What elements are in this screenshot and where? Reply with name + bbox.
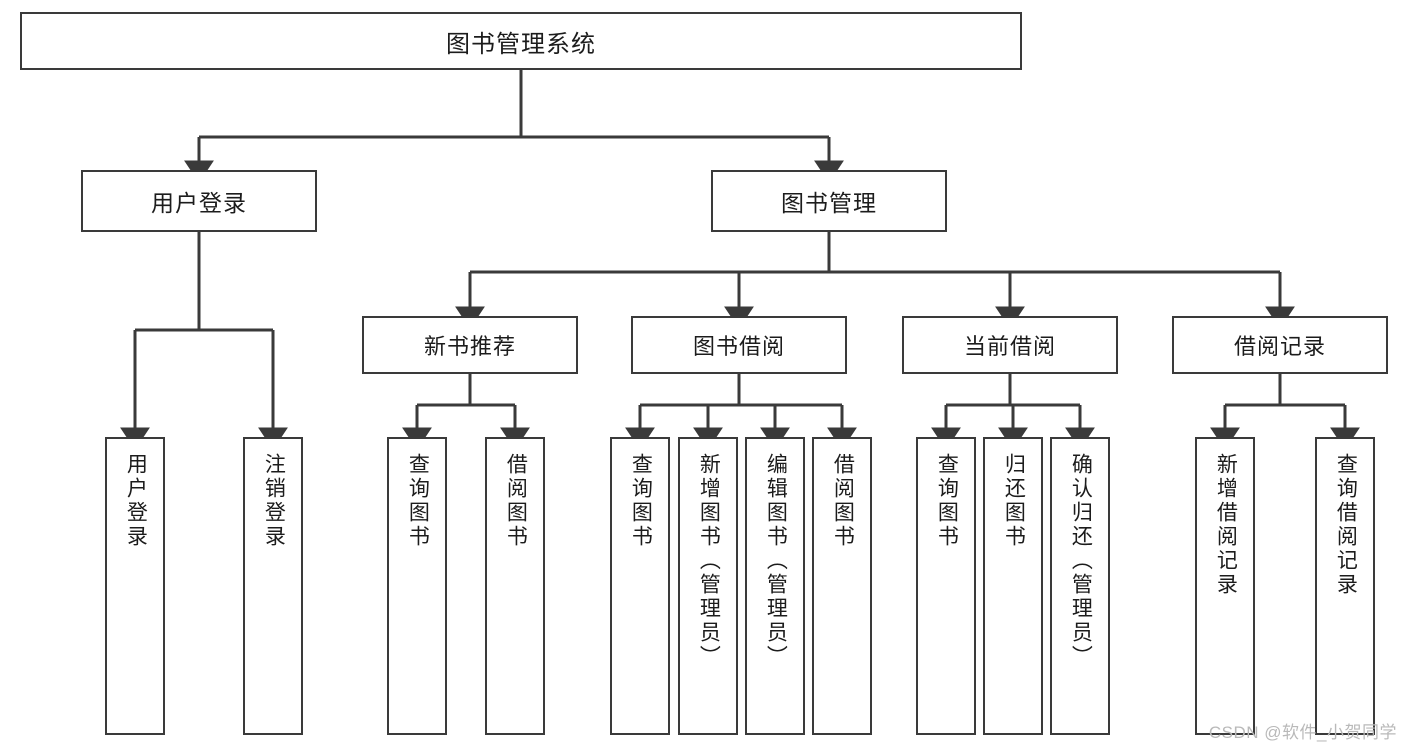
leaf-node[interactable]: 新增图书（管理员） [678,437,738,735]
leaf-label: 注销登录 [262,453,286,549]
node-current-borrow[interactable]: 当前借阅 [902,316,1118,374]
node-book-borrow[interactable]: 图书借阅 [631,316,847,374]
node-new-book-recommend[interactable]: 新书推荐 [362,316,578,374]
node-borrow-record-label: 借阅记录 [1233,334,1326,359]
leaf-node[interactable]: 新增借阅记录 [1195,437,1255,735]
node-borrow-record[interactable]: 借阅记录 [1172,316,1388,374]
leaf-node[interactable]: 查询借阅记录 [1315,437,1375,735]
watermark: CSDN @软件_小贺同学 [1208,723,1397,742]
leaf-label: 查询图书 [935,453,959,549]
node-new-book-recommend-label: 新书推荐 [423,334,516,359]
leaf-node[interactable]: 编辑图书（管理员） [745,437,805,735]
leaf-label: 查询借阅记录 [1334,453,1358,597]
node-root[interactable]: 图书管理系统 [20,12,1022,70]
node-root-label: 图书管理系统 [446,30,596,58]
leaf-label: 归还图书 [1002,453,1026,549]
leaf-node[interactable]: 查询图书 [610,437,670,735]
leaf-label: 查询图书 [406,453,430,549]
leaf-node[interactable]: 查询图书 [916,437,976,735]
node-book-management[interactable]: 图书管理 [711,170,947,232]
leaf-label: 新增图书（管理员） [697,453,721,669]
leaf-node[interactable]: 借阅图书 [812,437,872,735]
leaf-label: 用户登录 [124,453,148,549]
node-book-borrow-label: 图书借阅 [692,334,785,359]
leaf-node[interactable]: 注销登录 [243,437,303,735]
leaf-label: 借阅图书 [504,453,528,549]
leaf-node[interactable]: 查询图书 [387,437,447,735]
leaf-node[interactable]: 确认归还（管理员） [1050,437,1110,735]
node-user-login-label: 用户登录 [151,190,247,216]
leaf-node[interactable]: 借阅图书 [485,437,545,735]
node-book-management-label: 图书管理 [781,190,877,216]
leaf-node[interactable]: 用户登录 [105,437,165,735]
node-user-login[interactable]: 用户登录 [81,170,317,232]
leaf-label: 新增借阅记录 [1214,453,1238,597]
node-current-borrow-label: 当前借阅 [963,334,1056,359]
leaf-label: 借阅图书 [831,453,855,549]
leaf-label: 确认归还（管理员） [1069,453,1093,669]
leaf-label: 查询图书 [629,453,653,549]
leaf-label: 编辑图书（管理员） [764,453,788,669]
leaf-node[interactable]: 归还图书 [983,437,1043,735]
